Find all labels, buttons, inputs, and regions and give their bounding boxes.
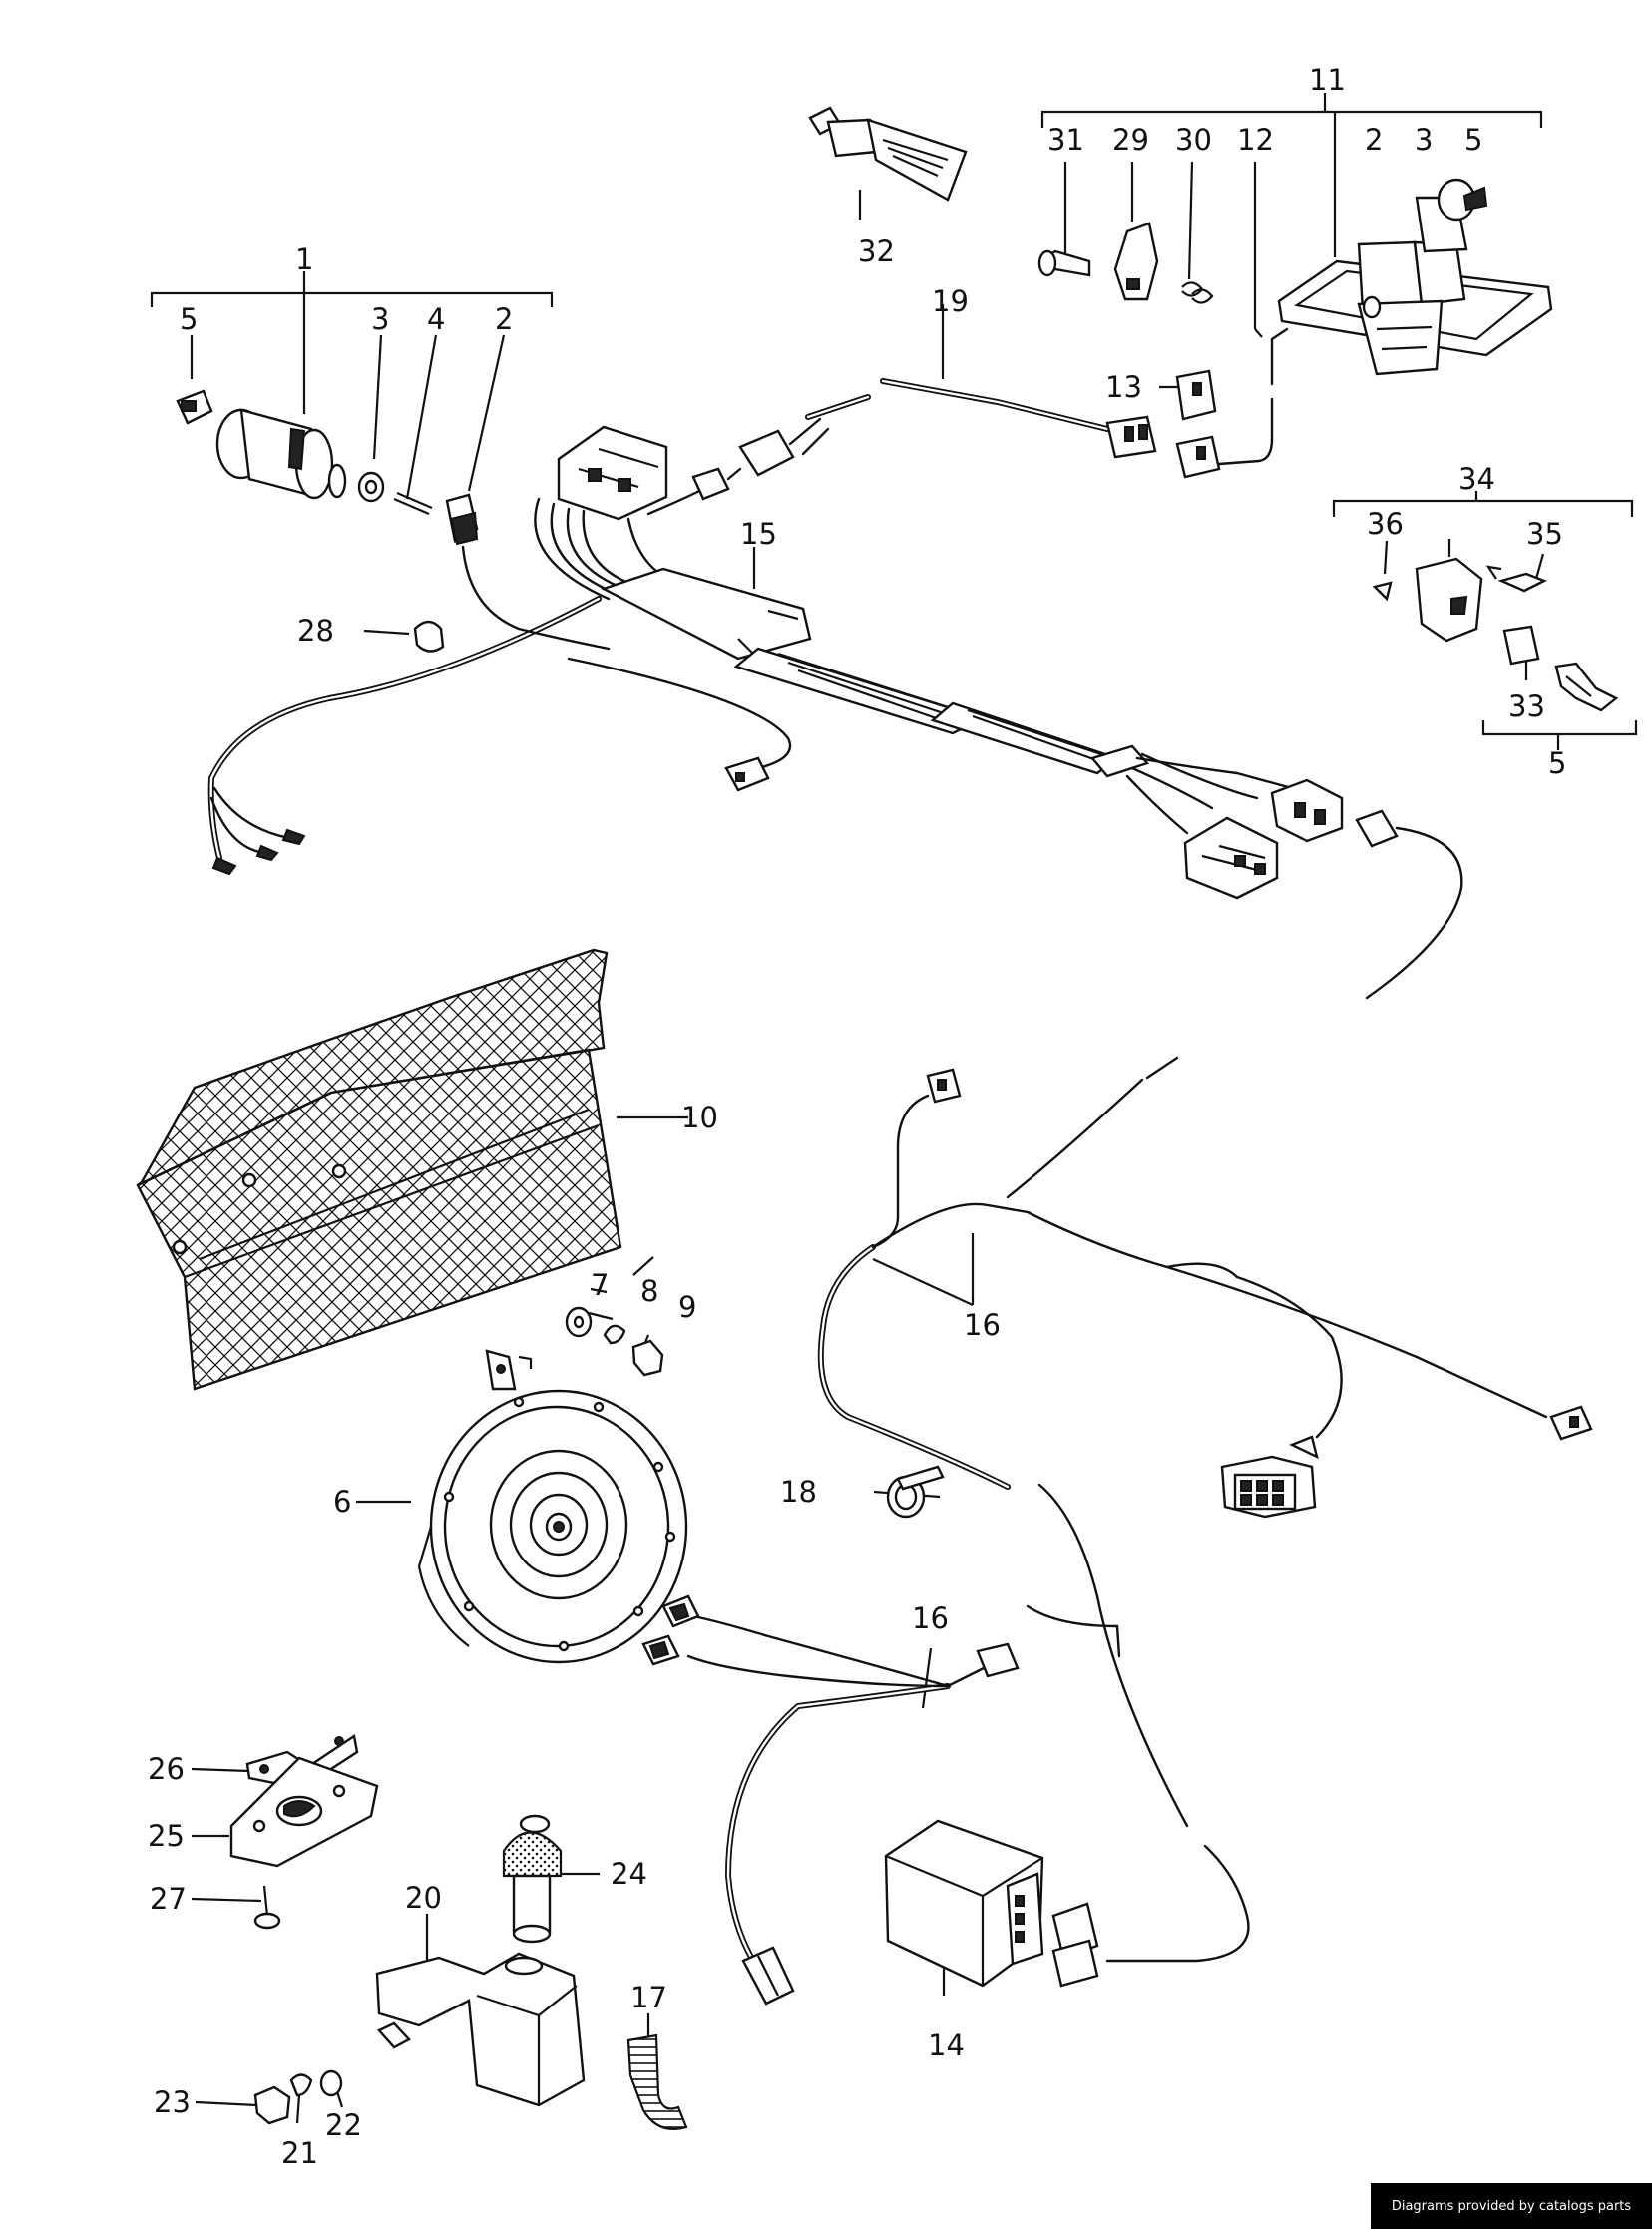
callout-26: 26 [148,1752,185,1786]
callout-14: 14 [928,2028,965,2062]
callout-36: 36 [1367,507,1404,541]
credit-banner: Diagrams provided by catalogs parts [1371,2183,1652,2229]
callout-35: 35 [1526,517,1563,551]
callout-5-bottom: 5 [1548,746,1566,780]
callout-34: 34 [1458,462,1495,496]
callout-17: 17 [630,1981,667,2014]
callout-18: 18 [780,1475,817,1509]
callout-9: 9 [678,1290,696,1324]
callout-2-left: 2 [495,302,513,336]
callout-12: 12 [1237,123,1274,157]
callout-1: 1 [295,242,313,276]
callout-31: 31 [1047,123,1084,157]
hardware-20-27 [229,1733,688,2131]
sound-insulation-10 [136,948,622,1391]
callout-7: 7 [591,1268,609,1302]
callout-8: 8 [640,1274,658,1308]
callout-19: 19 [932,284,969,318]
callout-27: 27 [150,1882,187,1916]
switch-group-34 [1372,557,1619,712]
callout-23: 23 [154,2085,191,2119]
callout-16-lower: 16 [912,1601,949,1635]
lower-harness-16 [641,1483,1250,2006]
callout-29: 29 [1112,123,1149,157]
callout-24: 24 [611,1857,647,1891]
callout-21: 21 [281,2136,318,2170]
harness-16 [817,1068,1593,1519]
callout-15: 15 [740,517,777,551]
callout-3-left: 3 [371,302,389,336]
callout-32: 32 [858,234,895,268]
main-wiring-harness [207,417,1463,1199]
callout-20: 20 [405,1881,442,1915]
callout-2-right: 2 [1365,123,1383,157]
callout-33: 33 [1508,689,1545,723]
ignition-switch-assembly [1037,178,1553,376]
callout-5-right: 5 [1464,123,1482,157]
grease-tube-32 [808,106,968,202]
callout-16-upper: 16 [964,1308,1001,1342]
callout-28: 28 [297,614,334,648]
callout-5-left: 5 [180,302,198,336]
callout-10: 10 [681,1101,718,1134]
connectors-12-13-19 [805,327,1289,479]
clip-28 [413,620,445,653]
clamp-18 [886,1465,945,1519]
callout-30: 30 [1175,123,1212,157]
callout-13: 13 [1105,370,1142,404]
callout-22: 22 [325,2108,362,2142]
callout-3-right: 3 [1415,123,1433,157]
callout-25: 25 [148,1819,185,1853]
lock-cylinder-assembly [176,389,479,546]
control-unit-14 [884,1819,1099,1988]
callout-labels: 1 5 3 4 2 28 32 19 13 15 11 31 29 30 12 … [148,63,1566,2170]
callout-6: 6 [333,1485,351,1519]
callout-4: 4 [427,302,445,336]
callout-11: 11 [1309,63,1346,97]
horn-6 [417,1306,688,1664]
